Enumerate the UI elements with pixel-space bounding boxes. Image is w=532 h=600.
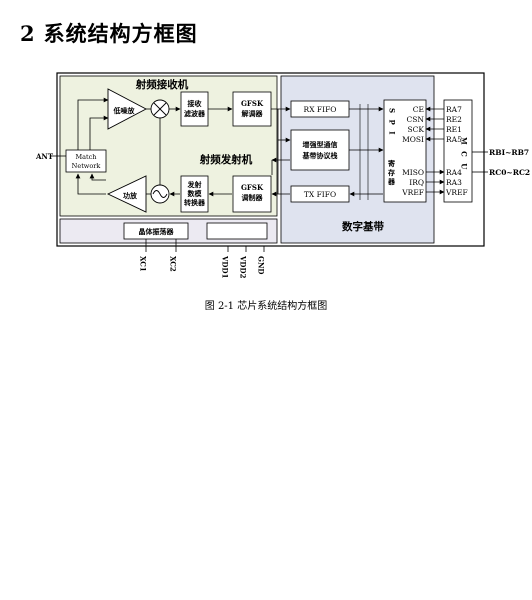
mcu-box [443, 99, 473, 203]
tx-shaper-line1: 发射 [187, 180, 202, 189]
tx-shaper-line2: 数模 [188, 189, 203, 198]
tx-fifo-box [290, 185, 350, 203]
rx-fifo-label: RX FIFO [304, 105, 337, 114]
bus-rb: RBI~RB7 [489, 148, 529, 157]
spi-register-box [383, 99, 427, 203]
match-network-box [65, 149, 107, 173]
gfsk-demod-line1: GFSK [241, 99, 264, 108]
section-number: 2 [20, 21, 36, 46]
protocol-line1: 增强型通信 [303, 140, 338, 149]
pin-xc1: XC1 [139, 256, 148, 272]
rx-filter-line2: 滤波器 [184, 109, 206, 118]
rf-tx-label: 射频发射机 [199, 153, 253, 166]
match-line2: Network [72, 162, 101, 170]
section-heading: 2 系统结构方框图 [20, 18, 198, 48]
bus-rc: RC0~RC2 [489, 168, 530, 177]
register-label: 寄存器 [387, 159, 397, 187]
rx-filter-line1: 接收 [188, 99, 203, 108]
spi-pin-sck: SCK [408, 125, 425, 134]
tx-fifo-label: TX FIFO [304, 190, 336, 199]
tx-shaper-line3: 转换器 [184, 198, 206, 207]
rf-rx-label: 射频接收机 [135, 78, 189, 91]
figure-caption: 图 2-1 芯片系统结构方框图 [204, 301, 328, 312]
mcu-pin-ra3: RA3 [446, 178, 462, 187]
lna-label: 低噪放 [113, 106, 136, 115]
gfsk-mod-line2: 调制器 [242, 193, 264, 202]
crystal-box [123, 222, 189, 240]
pin-xc2: XC2 [169, 256, 178, 272]
spi-pin-irq: IRQ [409, 178, 424, 187]
mcu-label: M C U [460, 137, 469, 171]
mcu-pin-ra5: RA5 [446, 135, 462, 144]
spi-pin-vref: VREF [401, 188, 424, 197]
mcu-pin-ra4: RA4 [446, 168, 462, 177]
spi-label: S P I [388, 108, 397, 136]
gfsk-mod-line1: GFSK [241, 183, 264, 192]
tx-shaper-box [180, 175, 209, 213]
crystal-label: 晶体振荡器 [139, 227, 175, 236]
ant-label: ANT [35, 152, 54, 161]
gfsk-demod-box [232, 91, 272, 127]
pin-vdd2: VDD2 [239, 255, 248, 279]
spi-pin-miso: MISO [402, 168, 424, 177]
gfsk-mod-box [232, 175, 272, 213]
mcu-pin-ra7: RA7 [446, 105, 462, 114]
protocol-line2: 基带协议栈 [302, 151, 338, 160]
pin-gnd: GND [257, 256, 266, 274]
spi-pin-ce: CE [413, 105, 424, 114]
mcu-pin-re1: RE1 [446, 125, 462, 134]
section-title: 系统结构方框图 [43, 21, 198, 46]
mcu-pin-re2: RE2 [446, 115, 462, 124]
power-box [206, 222, 268, 240]
digital-label: 数字基带 [341, 220, 384, 233]
pin-vdd1: VDD1 [221, 255, 230, 279]
lna-amplifier-icon [107, 88, 147, 130]
protocol-box [290, 129, 350, 171]
spi-pin-csn: CSN [407, 115, 425, 124]
pa-label: 功放 [123, 191, 138, 200]
gfsk-demod-line2: 解调器 [242, 109, 264, 118]
mcu-pin-vref: VREF [445, 188, 468, 197]
rx-filter-box [180, 91, 209, 127]
spi-pin-mosi: MOSI [402, 135, 424, 144]
match-line1: Match [76, 153, 97, 161]
